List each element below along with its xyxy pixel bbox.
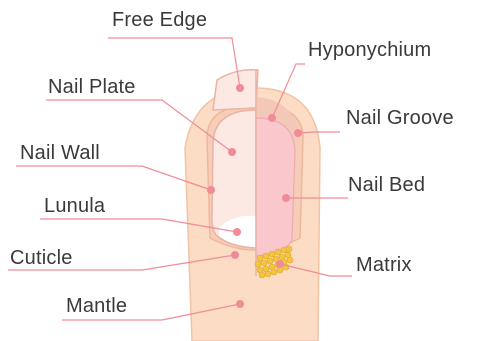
label-hyponychium: Hyponychium: [308, 40, 431, 60]
matrix-cell: [265, 271, 271, 277]
matrix-cell: [286, 246, 292, 252]
label-mantle: Mantle: [66, 296, 127, 316]
label-lunula: Lunula: [44, 196, 105, 216]
matrix-cell: [275, 249, 281, 255]
label-nail-plate: Nail Plate: [48, 77, 136, 97]
matrix-cell: [257, 255, 263, 261]
leader-nail-groove: [298, 132, 340, 133]
dot-nail-plate: [228, 148, 236, 156]
label-free-edge: Free Edge: [112, 10, 207, 30]
dot-nail-bed: [282, 194, 290, 202]
dot-nail-wall: [207, 186, 215, 194]
matrix-cell: [263, 253, 269, 259]
label-nail-groove: Nail Groove: [346, 108, 454, 128]
leader-nail-wall: [16, 166, 211, 190]
dot-lunula: [233, 228, 241, 236]
dot-mantle: [236, 300, 244, 308]
dot-hyponychium: [268, 114, 276, 122]
matrix-cell: [271, 269, 277, 275]
matrix-cell: [269, 251, 275, 257]
label-cuticle: Cuticle: [10, 248, 73, 268]
dot-cuticle: [231, 251, 239, 259]
matrix-cell: [267, 258, 273, 264]
matrix-cell: [261, 260, 267, 266]
dot-nail-groove: [294, 129, 302, 137]
matrix-cell: [287, 257, 293, 263]
dot-matrix: [276, 260, 284, 268]
matrix-cell: [255, 261, 261, 267]
free-edge-shape: [213, 70, 258, 110]
matrix-cell: [259, 272, 265, 278]
label-matrix: Matrix: [356, 255, 412, 275]
label-nail-wall: Nail Wall: [20, 143, 100, 163]
label-nail-bed: Nail Bed: [348, 175, 425, 195]
dot-free-edge: [236, 84, 244, 92]
nail-bed-shape: [256, 118, 295, 256]
